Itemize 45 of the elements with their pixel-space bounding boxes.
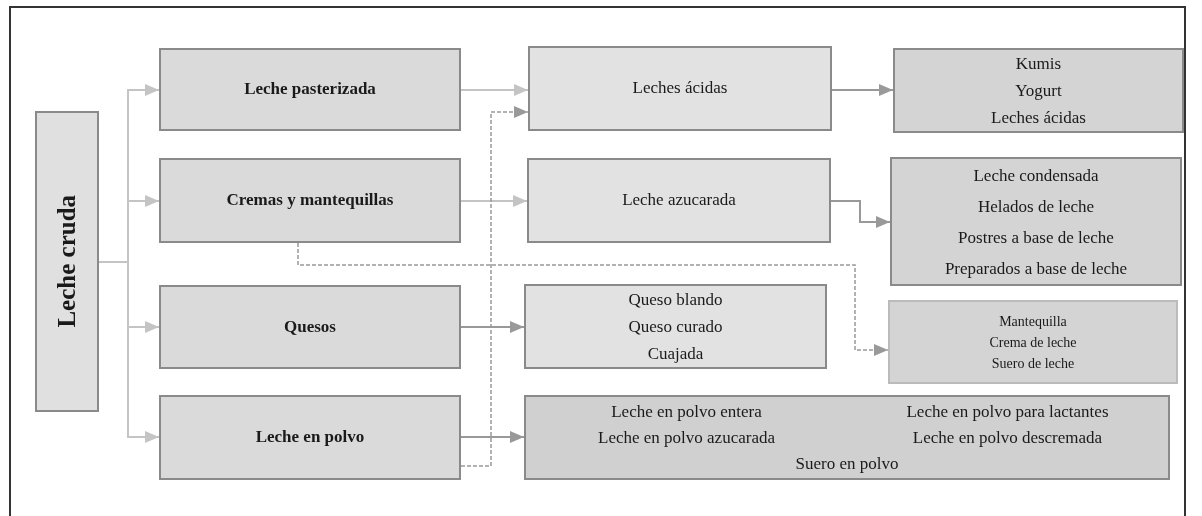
arrow [460,84,529,96]
box-text: Suero en polvo [795,452,899,475]
process-box [159,158,461,243]
box-text: Leche azucarada [622,189,736,212]
box-text: Queso curado [628,316,723,338]
process-box [524,284,827,369]
box-text: Leches ácidas [991,107,1086,129]
process-box [528,46,832,131]
box-text: Cremas y mantequillas [226,189,394,212]
process-box [888,300,1178,384]
box-text: Suero de leche [991,354,1075,373]
dashed-arrow [297,242,889,356]
box-text: Crema de leche [989,333,1077,352]
box-text: Preparados a base de leche [944,257,1128,280]
box-text: Leche cruda [51,195,81,328]
process-box [159,285,461,369]
box-text: Helados de leche [977,195,1095,218]
arrow [460,321,525,333]
process-box [159,395,461,480]
box-text: Leche en polvo entera [611,400,762,423]
process-box [35,111,99,412]
box-text: Leche en polvo [255,426,365,449]
box-text: Leches ácidas [632,77,728,100]
box-text: Yogurt [1015,80,1062,102]
box-text: Leche en polvo descremada [912,426,1103,449]
box-text: Mantequilla [999,312,1067,331]
arrow [830,200,891,228]
arrow [460,431,525,443]
box-text: Postres a base de leche [958,226,1114,249]
box-text: Queso blando [628,289,723,311]
process-box [524,395,1170,480]
box-text: Leche en polvo para lactantes [906,400,1109,423]
process-box [159,48,461,131]
dashed-arrow [460,106,529,467]
box-text: Kumis [1015,53,1062,75]
process-box [890,157,1182,286]
box-text: Cuajada [647,343,704,365]
process-box [893,48,1184,133]
process-box [527,158,831,243]
box-text: Leche pasterizada [244,78,376,101]
box-text: Leche condensada [973,164,1099,187]
box-text: Leche en polvo azucarada [598,426,775,449]
box-text: Quesos [284,315,336,338]
arrow [460,195,528,207]
arrow [831,84,894,96]
